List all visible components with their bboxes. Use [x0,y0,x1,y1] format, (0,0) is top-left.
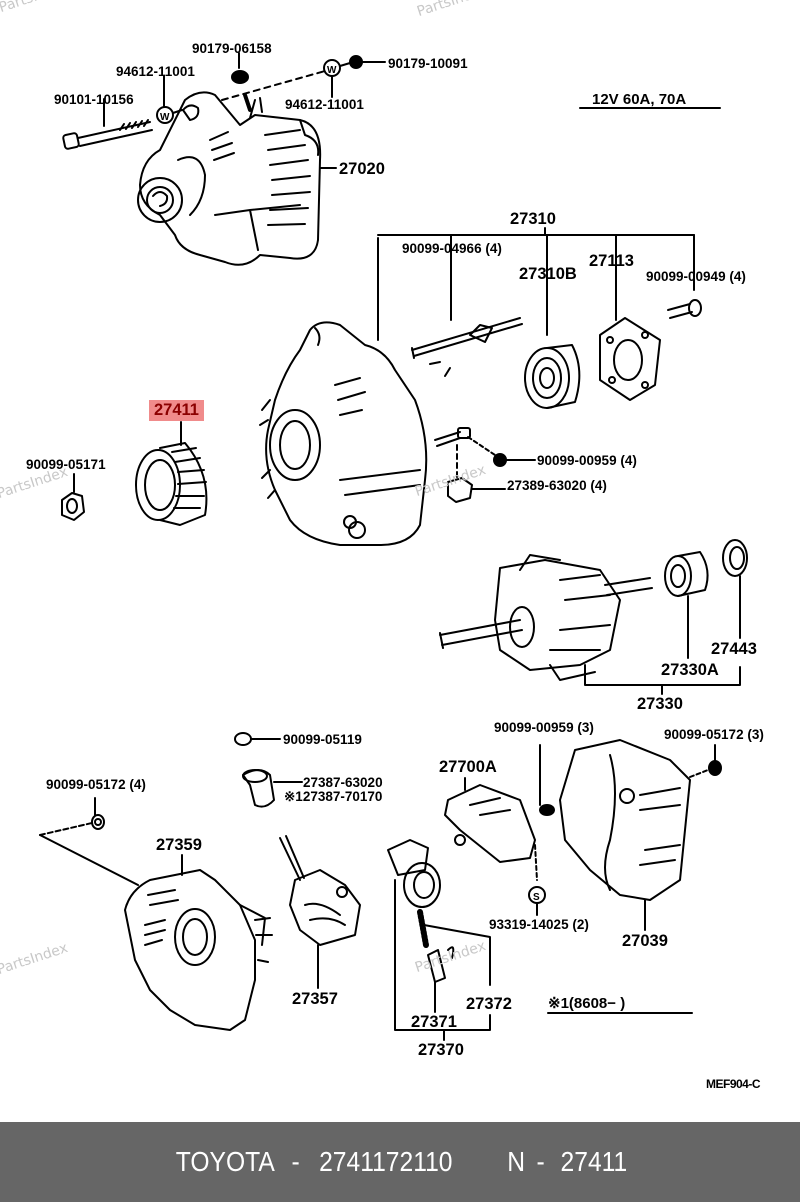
diagram-ref-code: MEF904-C [706,1077,761,1091]
part-label-27310B[interactable]: 27310B [519,265,577,283]
diagram-drawing: W W [39,52,748,1041]
brand-name: TOYOTA [175,1146,275,1177]
part-label-90099-04966[interactable]: 90099-04966 (4) [402,241,502,256]
part-label-90099-00959-4[interactable]: 90099-00959 (4) [537,453,637,468]
part-label-27113[interactable]: 27113 [589,252,634,270]
part-label-27443[interactable]: 27443 [711,640,757,658]
footer-separator-2: - [536,1146,546,1177]
brush-set-27370-drawing [387,839,491,1041]
svg-text:W: W [327,65,337,76]
part-label-94612-11001-b[interactable]: 94612-11001 [285,97,364,112]
footer-separator: - [291,1146,300,1177]
part-label-27357[interactable]: 27357 [292,990,338,1008]
part-label-27039[interactable]: 27039 [622,932,668,950]
washer-w-drawings: W W [156,52,386,124]
nut-90099-05172-4-drawing [39,797,139,886]
date-footnote: ※1(8608− ) [548,995,626,1012]
part-label-90099-00959-3[interactable]: 90099-00959 (3) [494,720,594,735]
part-label-27411-highlighted[interactable]: 27411 [149,400,204,421]
part-label-27387-63020[interactable]: 27387-63020 [303,775,383,790]
brush-holder-27357-drawing [279,835,361,989]
part-label-27372[interactable]: 27372 [466,995,512,1013]
part-label-90101-10156[interactable]: 90101-10156 [54,92,134,107]
part-label-127387-70170[interactable]: ※127387-70170 [284,789,383,804]
bolt-90101-10156-drawing [62,98,153,150]
rotor-27330-drawing [439,554,741,695]
part-label-90099-05119[interactable]: 90099-05119 [283,732,362,747]
oem-part-number: 2741172110 [319,1146,453,1177]
part-info-footer: TOYOTA - 2741172110 N - 27411 [0,1122,800,1202]
part-label-27371[interactable]: 27371 [411,1013,457,1031]
part-label-94612-11001[interactable]: 94612-11001 [116,64,195,79]
nut-90099-05171-drawing [61,473,85,521]
part-label-93319-14025[interactable]: 93319-14025 (2) [489,917,589,932]
part-label-27389-63020[interactable]: 27389-63020 (4) [507,478,607,493]
diagram-ref-number: 27411 [560,1146,627,1177]
retainer-plate-27113-drawing [599,317,661,401]
part-label-90099-05172-3[interactable]: 90099-05172 (3) [664,727,764,742]
diagram-ref-prefix: N [507,1146,526,1177]
part-label-90179-06158[interactable]: 90179-06158 [192,41,272,56]
drive-end-frame-drawing [259,321,428,546]
exploded-parts-diagram: W W [0,0,764,1091]
regulator-27700A-drawing: S [444,744,555,916]
clip-90099-05119-drawing [234,732,281,746]
part-label-27370[interactable]: 27370 [418,1041,464,1059]
screw-90099-00949-drawing [667,299,702,319]
part-label-90099-05172-4[interactable]: 90099-05172 (4) [46,777,146,792]
bearing-27310B-drawing [524,344,581,409]
spec-note: 12V 60A, 70A [592,91,687,108]
bearing-27330A-drawing [664,551,709,659]
pulley-27411-drawing [135,421,208,526]
part-label-27020[interactable]: 27020 [339,160,385,178]
part-label-90099-00949[interactable]: 90099-00949 (4) [646,269,746,284]
part-label-27310[interactable]: 27310 [510,210,556,228]
rear-cover-27039-drawing [559,739,722,931]
svg-text:W: W [160,112,170,123]
part-label-27700A[interactable]: 27700A [439,758,497,776]
stud-90099-04966-drawing [411,317,523,377]
terminal-parts-drawing [434,427,536,503]
alternator-assembly-drawing [137,91,322,266]
part-label-90099-05171[interactable]: 90099-05171 [26,457,106,472]
svg-text:S: S [533,892,540,903]
rear-end-frame-27359-drawing [124,854,273,1031]
part-label-27359[interactable]: 27359 [156,836,202,854]
part-label-27330[interactable]: 27330 [637,695,683,713]
bushing-27387-63020-drawing [242,769,303,808]
part-label-90179-10091[interactable]: 90179-10091 [388,56,468,71]
cover-27443-drawing [722,539,748,639]
part-label-27330A[interactable]: 27330A [661,661,719,679]
bracket-27310-drawing [377,227,695,341]
